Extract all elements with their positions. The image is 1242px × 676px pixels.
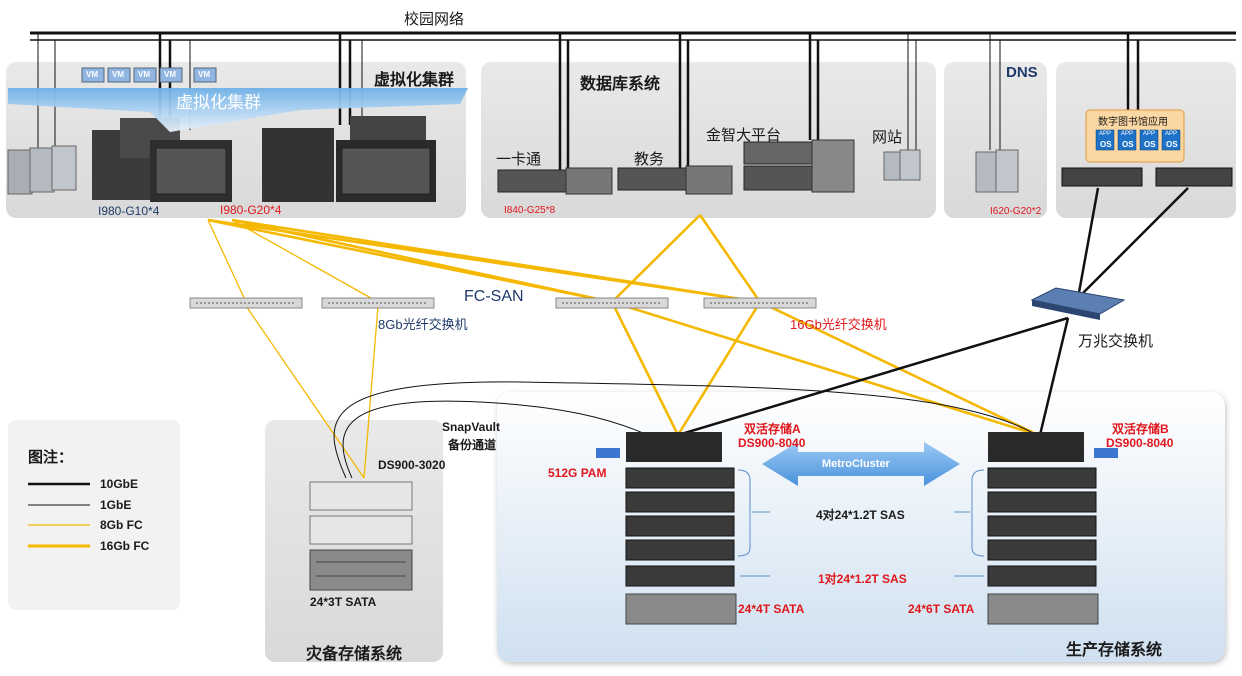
library-app-1: APP <box>1099 131 1112 137</box>
library-os-1: OS <box>1100 140 1112 149</box>
legend-lines <box>28 482 90 548</box>
fc-san-title: FC-SAN <box>464 288 524 305</box>
library-app-tiles <box>1095 129 1181 151</box>
backup-storage-title: 灾备存储系统 <box>306 646 403 663</box>
library-app-4: APP <box>1165 131 1178 137</box>
library-app-2: APP <box>1121 131 1134 137</box>
dns-uplinks <box>989 33 1001 150</box>
fc-switch-1 <box>189 297 303 309</box>
model-i980-g10: I980-G10*4 <box>98 204 160 218</box>
library-os-2: OS <box>1122 140 1134 149</box>
metrocluster-arrow <box>762 442 960 486</box>
database-uplinks <box>558 33 917 170</box>
vm-label-1: VM <box>86 70 98 79</box>
production-storage-title: 生产存储系统 <box>1066 642 1163 659</box>
ten-gig-switch-label: 万兆交换机 <box>1078 333 1154 350</box>
backup-model-label: DS900-3020 <box>378 458 446 472</box>
dns-servers <box>975 149 1019 193</box>
vm-label-2: VM <box>112 70 124 79</box>
backup-storage-device <box>309 481 413 591</box>
storage-a-title: 双活存储A <box>744 422 801 436</box>
metrocluster-label: MetroCluster <box>822 458 890 470</box>
legend-item-8gb-fc: 8Gb FC <box>100 518 143 532</box>
production-storage-panel <box>497 392 1225 662</box>
storage-a-device <box>596 432 737 625</box>
db-jinzhi-label: 金智大平台 <box>706 127 782 144</box>
sata-b-label: 24*6T SATA <box>908 602 975 616</box>
tengbe-links <box>677 187 1189 437</box>
storage-a-model: DS900-8040 <box>738 436 806 450</box>
sata-a-label: 24*4T SATA <box>738 602 805 616</box>
rack-servers-i980-g10 <box>92 118 232 202</box>
vm-label-5: VM <box>198 70 210 79</box>
legend-item-1gbe: 1GbE <box>100 498 132 512</box>
ten-gig-switch-device <box>1030 287 1126 320</box>
rack-servers-i980-g20 <box>262 116 436 202</box>
virtualization-banner: 虚拟化集群 <box>176 93 261 112</box>
vm-icons <box>81 67 217 83</box>
campus-network-label: 校园网络 <box>404 11 465 28</box>
database-servers <box>497 139 921 195</box>
fc-switch-3 <box>555 297 669 309</box>
model-i980-g20: I980-G20*4 <box>220 203 282 217</box>
dns-title: DNS <box>1006 64 1038 81</box>
fc-switch-2 <box>321 297 435 309</box>
fc8-links <box>207 219 379 479</box>
storage-b-device <box>987 432 1118 625</box>
snapvault-label: SnapVault <box>442 420 501 434</box>
sas-1-pair-label: 1对24*1.2T SAS <box>818 572 907 586</box>
switch-8g-label: 8Gb光纤交换机 <box>378 317 468 332</box>
virtualization-title: 虚拟化集群 <box>374 72 455 89</box>
backup-sata-label: 24*3T SATA <box>310 595 377 609</box>
database-title: 数据库系统 <box>580 76 661 93</box>
db-academic-label: 教务 <box>634 151 665 168</box>
model-i840-g25: I840-G25*8 <box>504 205 556 216</box>
db-website-label: 网站 <box>872 129 903 146</box>
legend-item-10gbe: 10GbE <box>100 477 139 491</box>
library-app-3: APP <box>1143 131 1156 137</box>
fc16-links <box>207 214 1039 437</box>
virtualization-banner-shape <box>8 88 468 132</box>
snapvault-links <box>333 381 1039 479</box>
library-servers <box>1061 167 1233 187</box>
vm-label-3: VM <box>138 70 150 79</box>
sas-brackets <box>737 469 985 577</box>
library-os-4: OS <box>1166 140 1178 149</box>
switch-16g-label: 16Gb光纤交换机 <box>790 317 887 332</box>
legend-panel <box>8 420 180 610</box>
tower-servers-left <box>7 145 77 195</box>
fc-switch-4 <box>703 297 817 309</box>
legend-title: 图注： <box>28 449 74 466</box>
snapvault-channel-label: 备份通道 <box>448 438 497 452</box>
sas-4-pair-label: 4对24*1.2T SAS <box>816 508 905 522</box>
vm-label-4: VM <box>164 70 176 79</box>
library-title: 数字图书馆应用 <box>1098 117 1168 128</box>
pam-label: 512G PAM <box>548 466 607 480</box>
legend-item-16gb-fc: 16Gb FC <box>100 539 150 553</box>
library-os-3: OS <box>1144 140 1156 149</box>
storage-b-model: DS900-8040 <box>1106 436 1174 450</box>
db-card-label: 一卡通 <box>496 151 542 168</box>
model-i620-g20: I620-G20*2 <box>990 206 1042 217</box>
storage-b-title: 双活存储B <box>1112 422 1169 436</box>
library-uplinks <box>1126 33 1140 120</box>
